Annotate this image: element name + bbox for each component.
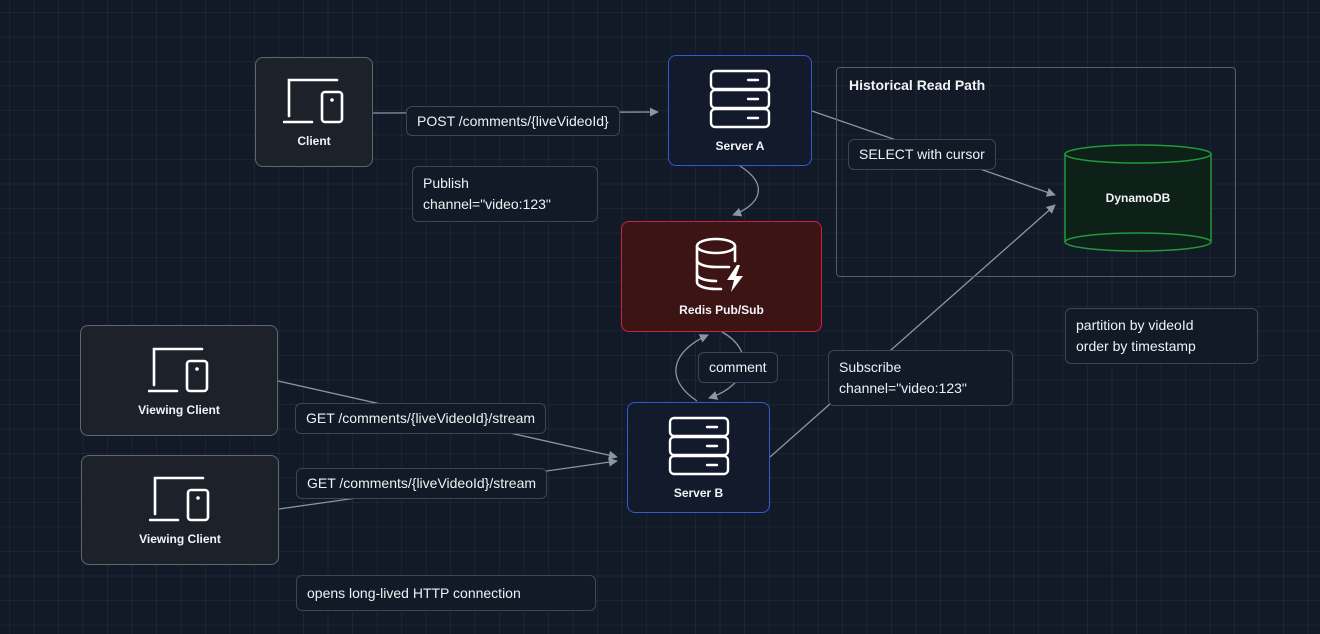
comment-edge-label[interactable]: comment bbox=[698, 352, 778, 383]
client-node[interactable]: Client bbox=[255, 57, 373, 167]
server-a-label: Server A bbox=[715, 138, 765, 153]
publish-line-2: channel="video:123" bbox=[423, 196, 551, 212]
devices-icon bbox=[283, 78, 344, 124]
redis-label: Redis Pub/Sub bbox=[679, 302, 764, 317]
server-a-node[interactable]: Server A bbox=[668, 55, 812, 166]
dynamodb-label: DynamoDB bbox=[1105, 191, 1171, 205]
edge-server-a-to-redis[interactable] bbox=[732, 165, 759, 217]
devices-icon bbox=[148, 347, 209, 392]
post-edge-label[interactable]: POST /comments/{liveVideoId} bbox=[406, 106, 620, 136]
server-b-node[interactable]: Server B bbox=[627, 402, 770, 513]
subscribe-line-2: channel="video:123" bbox=[839, 380, 967, 396]
get-stream-edge-label-2[interactable]: GET /comments/{liveVideoId}/stream bbox=[296, 468, 548, 499]
partition-note[interactable]: partition by videoId order by timestamp bbox=[1065, 308, 1258, 364]
server-b-label: Server B bbox=[673, 485, 724, 500]
database-bolt-icon bbox=[695, 237, 743, 292]
viewing-client-2-node[interactable]: Viewing Client bbox=[81, 455, 279, 565]
historical-read-path-group[interactable]: Historical Read Path bbox=[836, 67, 1236, 277]
viewing-client-1-node[interactable]: Viewing Client bbox=[80, 325, 278, 436]
partition-line-2: order by timestamp bbox=[1076, 338, 1196, 354]
get-stream-edge-label-1[interactable]: GET /comments/{liveVideoId}/stream bbox=[295, 403, 547, 434]
subscribe-line-1: Subscribe bbox=[839, 359, 902, 375]
subscribe-edge-label[interactable]: Subscribe channel="video:123" bbox=[828, 350, 1013, 406]
dynamodb-node[interactable]: DynamoDB bbox=[1063, 142, 1213, 256]
redis-node[interactable]: Redis Pub/Sub bbox=[621, 221, 822, 332]
server-icon bbox=[668, 416, 729, 475]
group-title: Historical Read Path bbox=[849, 77, 986, 93]
publish-edge-label[interactable]: Publish channel="video:123" bbox=[412, 166, 598, 222]
devices-icon bbox=[149, 476, 210, 522]
publish-line-1: Publish bbox=[423, 175, 469, 191]
viewing-client-2-label: Viewing Client bbox=[139, 532, 221, 546]
long-lived-connection-note[interactable]: opens long-lived HTTP connection bbox=[296, 575, 596, 611]
client-label: Client bbox=[297, 134, 331, 148]
server-icon bbox=[709, 69, 771, 128]
partition-line-1: partition by videoId bbox=[1076, 317, 1194, 333]
cylinder-icon bbox=[1064, 144, 1212, 252]
viewing-client-1-label: Viewing Client bbox=[138, 402, 220, 417]
select-edge-label[interactable]: SELECT with cursor bbox=[848, 139, 996, 170]
